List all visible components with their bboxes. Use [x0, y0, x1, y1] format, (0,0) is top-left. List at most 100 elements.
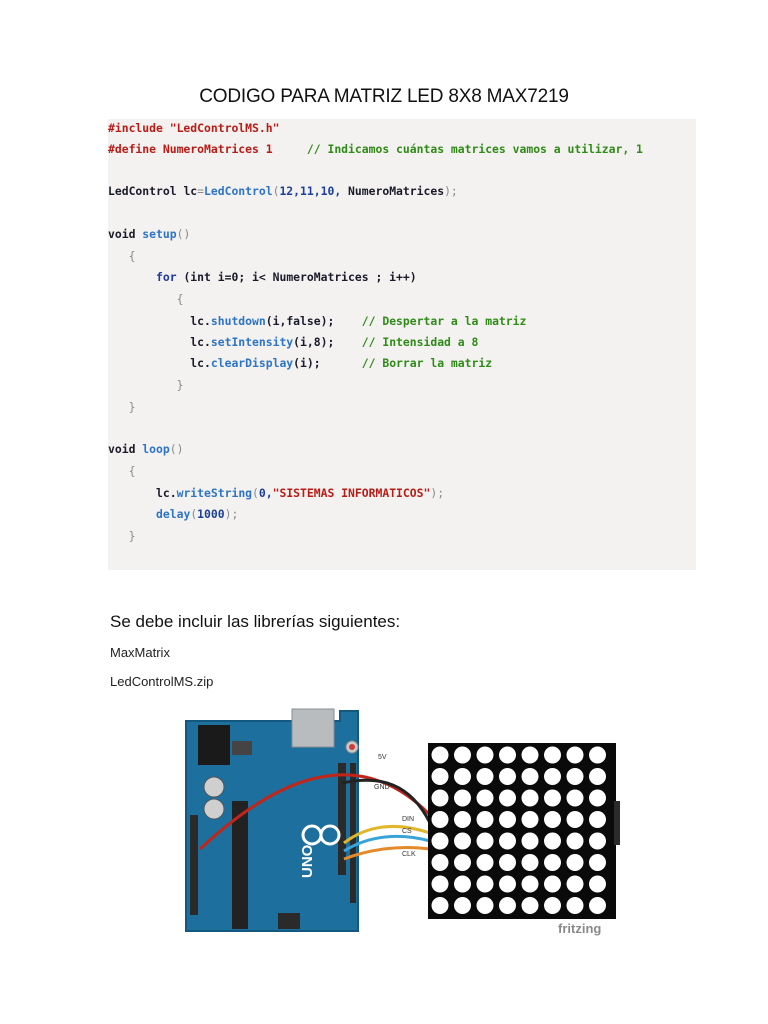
led-dot — [431, 811, 449, 828]
writestring-num: 0, — [258, 486, 273, 500]
led-dot — [544, 789, 561, 807]
led-dot — [499, 746, 516, 764]
code-line-cleardisplay: lc.clearDisplay(i); // Borrar la matriz — [108, 356, 492, 370]
led-dot — [454, 854, 471, 871]
led-dot — [499, 811, 516, 828]
led-dot — [589, 789, 606, 807]
wiring-diagram-svg: UNO 5V GND DIN CS CLK fritzing — [185, 708, 624, 936]
decl-var: lc — [183, 184, 198, 198]
clear-args: (i); — [293, 356, 321, 370]
led-dot — [431, 768, 449, 785]
led-dot — [566, 746, 584, 764]
led-dot — [454, 768, 471, 785]
led-dot — [544, 832, 561, 850]
wire-label-5v: 5V — [378, 754, 387, 761]
led-dot — [566, 811, 584, 828]
writestring-string: "SISTEMAS INFORMATICOS" — [272, 486, 431, 500]
led-dot — [521, 897, 539, 914]
led-dot — [589, 768, 606, 785]
code-line-include: #include "LedControlMS.h" — [108, 121, 279, 135]
code-line-brace: { — [108, 249, 136, 263]
arduino-board: UNO — [185, 708, 359, 932]
code-line-loop: void loop() — [108, 442, 184, 456]
led-dot — [521, 789, 539, 807]
code-line-delay: delay(1000); — [156, 507, 239, 521]
delay-arg: 1000 — [197, 507, 225, 521]
led-dot — [431, 832, 449, 850]
led-dot — [431, 746, 449, 764]
led-dot — [544, 768, 561, 785]
led-dot — [589, 875, 606, 893]
for-keyword: for — [156, 270, 177, 284]
setintensity-args: (i,8); — [293, 335, 335, 349]
define-directive: #define NumeroMatrices 1 — [108, 142, 273, 156]
led-dot — [521, 854, 539, 871]
decl-args-name: NumeroMatrices — [348, 184, 445, 198]
code-line-setup: void setup() — [108, 227, 191, 241]
code-block: #include "LedControlMS.h" #define Numero… — [108, 119, 696, 570]
decl-args-num: 12,11,10, — [279, 184, 342, 198]
code-line-for: for (int i=0; i< NumeroMatrices ; i++) — [108, 270, 417, 284]
wires — [198, 773, 432, 861]
led-dot — [544, 746, 561, 764]
led-dot — [431, 854, 449, 871]
code-line-writestring: lc.writeString(0,"SISTEMAS INFORMATICOS"… — [156, 486, 445, 500]
setintensity-comment: // Intensidad a 8 — [361, 335, 479, 349]
wire-label-clk: CLK — [402, 851, 416, 858]
led-dot — [454, 811, 471, 828]
led-dot — [476, 875, 494, 893]
led-dot — [521, 875, 539, 893]
led-dot — [521, 746, 539, 764]
code-line-brace: } — [108, 378, 184, 392]
led-dot — [431, 789, 449, 807]
code-line-brace: { — [108, 292, 184, 306]
led-dots — [431, 746, 606, 914]
led-dot — [476, 768, 494, 785]
led-dot — [476, 789, 494, 807]
led-dot — [566, 854, 584, 871]
shutdown-comment: // Despertar a la matriz — [361, 314, 527, 328]
board-label: UNO — [299, 844, 316, 878]
clear-function: clearDisplay — [210, 356, 294, 370]
led-dot — [476, 854, 494, 871]
code-line-define: #define NumeroMatrices 1 // Indicamos cu… — [108, 142, 643, 156]
include-directive: #include "LedControlMS.h" — [108, 121, 280, 135]
wiring-diagram: UNO 5V GND DIN CS CLK fritzing — [180, 703, 624, 948]
led-dot — [499, 897, 516, 914]
void-keyword: void — [108, 227, 136, 241]
led-dot — [566, 832, 584, 850]
for-body: (int i=0; i< NumeroMatrices ; i++) — [183, 270, 417, 284]
lc-object: lc. — [156, 486, 177, 500]
led-dot — [499, 854, 516, 871]
library-item-maxmatrix[interactable]: MaxMatrix — [110, 645, 170, 660]
shutdown-args: (i,false); — [265, 314, 335, 328]
loop-function: loop — [142, 442, 170, 456]
setintensity-function: setIntensity — [210, 335, 294, 349]
led-dot — [499, 832, 516, 850]
led-dot — [499, 789, 516, 807]
decl-ctor: LedControl — [204, 184, 273, 198]
led-dot — [521, 768, 539, 785]
lc-object: lc. — [190, 335, 211, 349]
section-heading: Se debe incluir las librerías siguientes… — [110, 612, 401, 631]
led-dot — [454, 897, 471, 914]
led-dot — [454, 746, 471, 764]
led-dot — [499, 875, 516, 893]
writestring-function: writeString — [176, 486, 253, 500]
led-dot — [589, 897, 606, 914]
wire-labels: 5V GND DIN CS CLK — [374, 754, 416, 858]
led-dot — [589, 746, 606, 764]
arduino-logo — [301, 824, 341, 846]
clear-comment: // Borrar la matriz — [361, 356, 493, 370]
led-dot — [544, 811, 561, 828]
led-dot — [589, 811, 606, 828]
library-item-ledcontrolms[interactable]: LedControlMS.zip — [110, 674, 214, 689]
shutdown-function: shutdown — [210, 314, 266, 328]
void-keyword: void — [108, 442, 136, 456]
led-dot — [544, 854, 561, 871]
led-dot — [521, 811, 539, 828]
led-dot — [454, 875, 471, 893]
led-dot — [566, 875, 584, 893]
lc-object: lc. — [190, 356, 211, 370]
wire-label-cs: CS — [402, 828, 412, 835]
